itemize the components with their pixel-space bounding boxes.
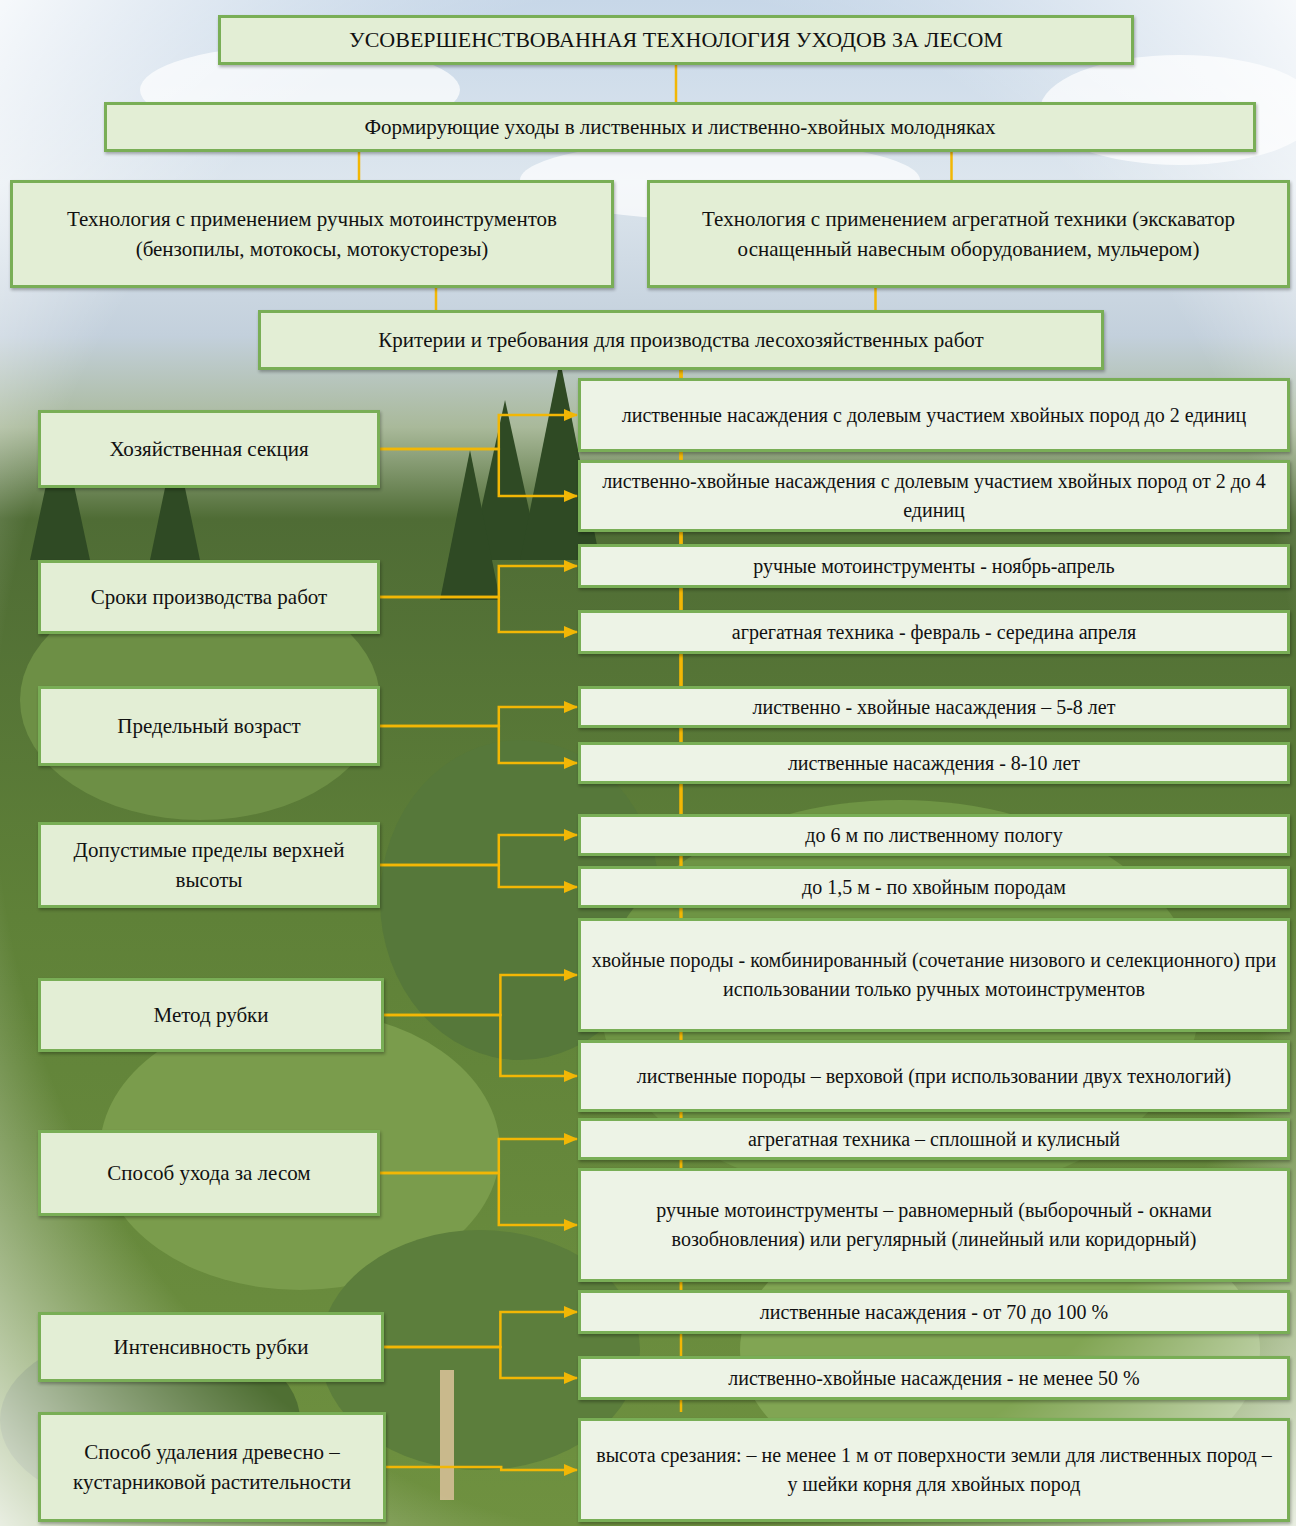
connector-arrow: [380, 566, 577, 597]
connector-arrow: [380, 726, 577, 763]
value-box: высота срезания: – не менее 1 м от повер…: [578, 1418, 1290, 1522]
value-box: ручные мотоинструменты – равномерный (вы…: [578, 1168, 1290, 1282]
connector-arrow: [384, 975, 577, 1015]
box-label: лиственно - хвойные насаждения – 5-8 лет: [753, 693, 1116, 722]
criterion-box: Метод рубки: [38, 978, 384, 1052]
connector-arrow: [380, 597, 577, 632]
box-label: Способ удаления древесно – кустарниковой…: [49, 1437, 375, 1498]
box-label: высота срезания: – не менее 1 м от повер…: [589, 1441, 1279, 1499]
connector-arrow: [380, 449, 577, 496]
value-box: агрегатная техника – сплошной и кулисный: [578, 1118, 1290, 1160]
connector-arrow: [384, 1347, 577, 1378]
value-box: лиственно-хвойные насаждения - не менее …: [578, 1356, 1290, 1400]
box-label: УСОВЕРШЕНСТВОВАННАЯ ТЕХНОЛОГИЯ УХОДОВ ЗА…: [349, 24, 1003, 56]
value-box: агрегатная техника - февраль - середина …: [578, 610, 1290, 654]
box-label: Критерии и требования для производства л…: [378, 325, 984, 355]
box-label: агрегатная техника - февраль - середина …: [732, 618, 1136, 647]
header-box: УСОВЕРШЕНСТВОВАННАЯ ТЕХНОЛОГИЯ УХОДОВ ЗА…: [218, 15, 1134, 65]
box-label: лиственные насаждения - от 70 до 100 %: [760, 1298, 1108, 1327]
connector-line: [950, 152, 953, 180]
box-label: до 1,5 м - по хвойным породам: [802, 873, 1066, 902]
criterion-box: Допустимые пределы верхней высоты: [38, 822, 380, 908]
value-box: хвойные породы - комбинированный (сочета…: [578, 918, 1290, 1032]
box-label: Хозяйственная секция: [109, 434, 308, 464]
box-label: Способ ухода за лесом: [107, 1158, 310, 1188]
box-label: Технология с применением ручных мотоинст…: [21, 204, 603, 265]
connector-arrow: [386, 1467, 577, 1470]
connector-line: [675, 65, 678, 102]
connector-arrow: [384, 1312, 577, 1347]
connector-arrow: [380, 1173, 577, 1225]
connector-arrow: [380, 835, 577, 865]
box-label: лиственные породы – верховой (при исполь…: [637, 1062, 1232, 1091]
criterion-box: Сроки производства работ: [38, 560, 380, 634]
value-box: лиственные насаждения - от 70 до 100 %: [578, 1290, 1290, 1334]
connector-arrow: [380, 865, 577, 887]
connector-arrow: [380, 415, 577, 449]
value-box: до 1,5 м - по хвойным породам: [578, 866, 1290, 908]
box-label: лиственные насаждения - 8-10 лет: [788, 749, 1080, 778]
box-label: лиственно-хвойные насаждения - не менее …: [728, 1364, 1140, 1393]
header-box: Формирующие уходы в лиственных и листвен…: [104, 102, 1256, 152]
box-label: агрегатная техника – сплошной и кулисный: [748, 1125, 1120, 1154]
box-label: Интенсивность рубки: [114, 1332, 309, 1362]
header-box: Технология с применением агрегатной техн…: [647, 180, 1290, 288]
criterion-box: Предельный возраст: [38, 686, 380, 766]
connector-line: [358, 152, 361, 180]
criterion-box: Хозяйственная секция: [38, 410, 380, 488]
box-label: до 6 м по лиственному пологу: [805, 821, 1062, 850]
box-label: Сроки производства работ: [91, 582, 327, 612]
connector-line: [874, 288, 877, 310]
value-box: ручные мотоинструменты - ноябрь-апрель: [578, 544, 1290, 588]
header-box: Критерии и требования для производства л…: [258, 310, 1104, 370]
value-box: до 6 м по лиственному пологу: [578, 814, 1290, 856]
box-label: Технология с применением агрегатной техн…: [658, 204, 1279, 265]
box-label: ручные мотоинструменты – равномерный (вы…: [589, 1196, 1279, 1254]
box-label: Метод рубки: [153, 1000, 268, 1030]
criterion-box: Интенсивность рубки: [38, 1312, 384, 1382]
value-box: лиственные породы – верховой (при исполь…: [578, 1040, 1290, 1112]
connector-arrow: [380, 1139, 577, 1173]
header-box: Технология с применением ручных мотоинст…: [10, 180, 614, 288]
box-label: Допустимые пределы верхней высоты: [49, 835, 369, 896]
criterion-box: Способ ухода за лесом: [38, 1130, 380, 1216]
connector-line: [435, 288, 438, 310]
criterion-box: Способ удаления древесно – кустарниковой…: [38, 1412, 386, 1522]
box-label: Формирующие уходы в лиственных и листвен…: [364, 112, 995, 142]
value-box: лиственные насаждения - 8-10 лет: [578, 742, 1290, 784]
box-label: ручные мотоинструменты - ноябрь-апрель: [753, 552, 1114, 581]
box-label: хвойные породы - комбинированный (сочета…: [589, 946, 1279, 1004]
value-box: лиственные насаждения с долевым участием…: [578, 378, 1290, 452]
connector-arrow: [384, 1015, 577, 1076]
box-label: Предельный возраст: [117, 711, 301, 741]
value-box: лиственно-хвойные насаждения с долевым у…: [578, 460, 1290, 532]
connector-arrow: [380, 707, 577, 726]
box-label: лиственно-хвойные насаждения с долевым у…: [589, 467, 1279, 525]
box-label: лиственные насаждения с долевым участием…: [622, 401, 1246, 430]
value-box: лиственно - хвойные насаждения – 5-8 лет: [578, 686, 1290, 728]
